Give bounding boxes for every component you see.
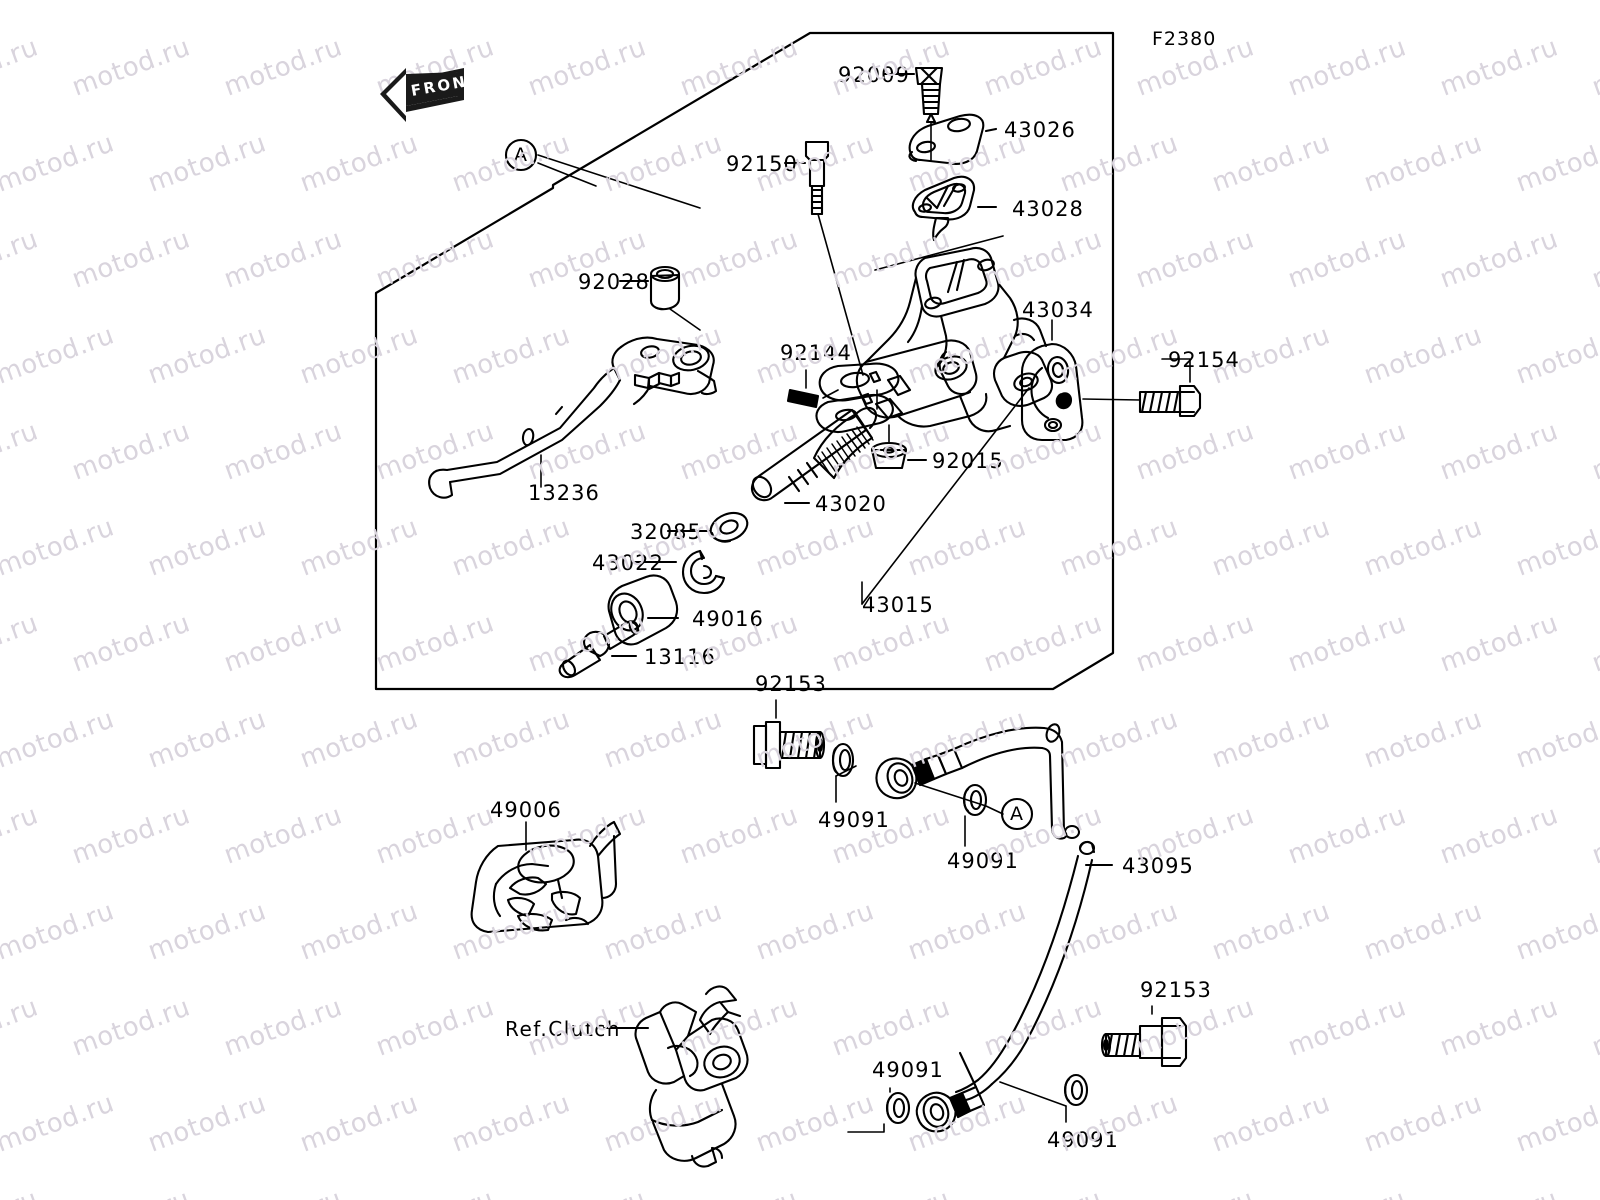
label-92153-upper: 92153 xyxy=(755,672,827,696)
label-43034: 43034 xyxy=(1022,298,1094,322)
part-49091-washer-upper-left xyxy=(831,742,855,778)
part-49006-boot xyxy=(470,820,622,934)
label-43022: 43022 xyxy=(592,551,664,575)
ref-clutch-slave-cylinder xyxy=(634,985,749,1168)
assembly-frame xyxy=(374,31,1115,691)
front-direction-marker: FRONT xyxy=(372,56,481,126)
part-43020-piston xyxy=(750,406,878,502)
label-43015: 43015 xyxy=(862,593,934,617)
part-49091-washer-lower-right xyxy=(1063,1073,1089,1107)
ref-clutch-label: Ref.Clutch xyxy=(505,1017,621,1041)
part-43026-reservoir-cap xyxy=(908,113,985,165)
part-49016-dust-cover xyxy=(607,574,679,646)
part-49091-washer-lower-left xyxy=(885,1091,911,1125)
label-13116: 13116 xyxy=(644,645,716,669)
sheet-code: F2380 xyxy=(1152,28,1217,50)
label-32085: 32085 xyxy=(630,520,702,544)
reference-marker-a-lower: A xyxy=(1010,803,1024,825)
part-13116-push-rod xyxy=(558,620,640,679)
label-13236: 13236 xyxy=(528,481,600,505)
label-43026: 43026 xyxy=(1004,118,1076,142)
part-43022-circlip xyxy=(681,549,726,595)
part-92028-bushing xyxy=(649,265,681,311)
part-92150-pivot-bolt xyxy=(804,140,830,216)
label-49006: 49006 xyxy=(490,798,562,822)
part-49091-washer-upper-mid xyxy=(962,783,988,817)
label-49091-upper-left: 49091 xyxy=(818,808,890,832)
label-43020: 43020 xyxy=(815,492,887,516)
part-13236-clutch-lever xyxy=(428,336,718,499)
part-92153-banjo-bolt-upper xyxy=(752,720,826,770)
part-43015-master-cylinder-body xyxy=(815,246,1054,434)
label-92009: 92009 xyxy=(838,63,910,87)
part-43028-diaphragm xyxy=(911,175,976,242)
part-43095-clutch-hose-lower xyxy=(915,840,1096,1133)
part-92015-nut xyxy=(870,441,908,470)
label-92153-lower: 92153 xyxy=(1140,978,1212,1002)
label-49091-upper-mid: 49091 xyxy=(947,849,1019,873)
label-43095: 43095 xyxy=(1122,854,1194,878)
label-49016: 49016 xyxy=(692,607,764,631)
label-92015: 92015 xyxy=(932,449,1004,473)
label-49091-lower-left: 49091 xyxy=(872,1058,944,1082)
part-32085-washer xyxy=(709,511,749,543)
reference-marker-circles xyxy=(504,138,1034,831)
part-43034-clamp xyxy=(1020,342,1084,442)
part-92144-spring-pin xyxy=(786,388,820,409)
part-43095-clutch-hose-upper xyxy=(875,723,1081,840)
label-92144: 92144 xyxy=(780,341,852,365)
part-92153-banjo-bolt-lower xyxy=(1100,1016,1188,1068)
label-92154: 92154 xyxy=(1168,348,1240,372)
label-49091-lower-right: 49091 xyxy=(1047,1128,1119,1152)
label-92150: 92150 xyxy=(726,152,798,176)
label-92028: 92028 xyxy=(578,270,650,294)
reference-marker-a-upper: A xyxy=(514,144,528,166)
label-43028: 43028 xyxy=(1012,197,1084,221)
part-92154-bolt xyxy=(1138,384,1202,418)
